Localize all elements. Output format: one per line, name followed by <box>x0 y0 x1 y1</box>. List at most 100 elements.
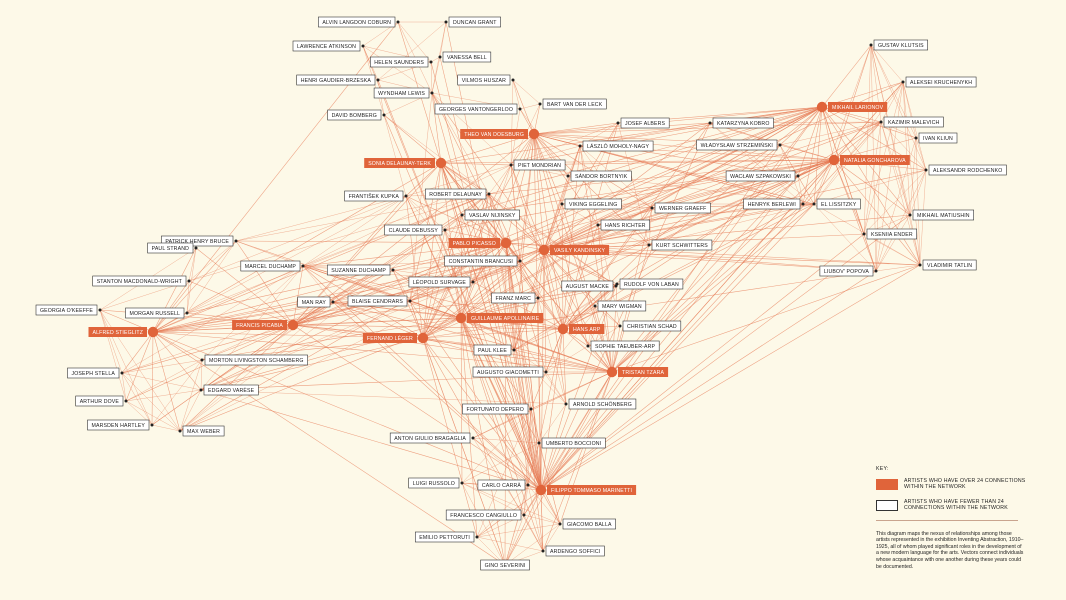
edge <box>537 249 545 299</box>
node-box <box>444 255 518 267</box>
edge <box>540 264 921 491</box>
node-label: EDGARD VARÈSE <box>208 387 255 394</box>
edge <box>302 164 512 267</box>
edge <box>200 389 542 491</box>
edge <box>430 56 441 63</box>
node-label: WERNER GRAEFF <box>659 206 707 212</box>
node-kobro: KATARZYNA KOBRO <box>712 117 774 129</box>
edge <box>405 195 446 231</box>
node-label: LUIGI RUSSOLO <box>413 481 455 487</box>
node-label: PABLO PICASSO <box>453 241 496 247</box>
edge <box>302 265 411 302</box>
node-dot-picabia <box>287 319 299 331</box>
edge <box>440 159 835 164</box>
node-dot-cendrars <box>408 299 412 303</box>
node-box <box>562 518 616 530</box>
dots-layer <box>98 20 928 567</box>
edge <box>813 44 872 205</box>
edge <box>510 164 545 251</box>
node-box <box>545 545 605 557</box>
node-box <box>568 398 637 410</box>
edge <box>431 92 542 491</box>
node-box <box>564 198 622 210</box>
edge <box>545 345 589 373</box>
edge <box>121 372 202 391</box>
node-dot-popova <box>874 269 878 273</box>
node-laban: RUDOLF VON LABAN <box>619 278 684 290</box>
edge <box>611 283 618 373</box>
node-dot-strzeminski <box>778 143 782 147</box>
edge <box>594 305 613 373</box>
edge <box>362 45 433 94</box>
node-label: FRANTIŠEK KUPKA <box>349 193 400 200</box>
edge <box>200 371 613 391</box>
edge <box>405 195 424 339</box>
node-box <box>473 344 512 356</box>
node-dot-ender <box>862 232 866 236</box>
node-larionov: MIKHAIL LARIONOV <box>828 102 888 112</box>
node-dot-malevich <box>879 120 883 124</box>
edge <box>543 203 563 251</box>
node-dot-boccioni <box>537 441 541 445</box>
node-box <box>297 296 331 308</box>
node-schad: CHRISTIAN SCHAD <box>622 320 682 332</box>
edge <box>440 162 512 166</box>
edge <box>186 242 507 314</box>
edge <box>579 106 823 147</box>
edge <box>875 169 927 272</box>
node-label: CONSTANTIN BRANCUSI <box>449 259 513 265</box>
node-box <box>389 432 471 444</box>
node-boccioni: UMBERTO BOCCIONI <box>541 437 606 449</box>
edge <box>543 175 569 251</box>
edge <box>863 121 882 235</box>
minor-swatch <box>876 499 898 511</box>
edge <box>200 301 334 391</box>
node-dot-russolo <box>460 481 464 485</box>
node-box <box>125 307 185 319</box>
node-mduchamp: MARCEL DUCHAMP <box>240 260 301 272</box>
edge <box>530 408 561 525</box>
edge <box>537 159 835 299</box>
node-manray: MAN RAY <box>297 296 331 308</box>
node-dot-soffici <box>541 549 545 553</box>
node-kandinsky: VASILY KANDINSKY <box>550 245 610 255</box>
edge <box>125 400 181 432</box>
edge <box>461 442 540 484</box>
edge <box>121 324 294 374</box>
node-dot-bomberg <box>382 113 386 117</box>
node-dot-kandinsky <box>538 244 550 256</box>
node-label: JOSEF ALBERS <box>625 121 666 127</box>
node-box <box>725 170 796 182</box>
node-box <box>582 140 654 152</box>
edge <box>833 159 911 216</box>
node-dot-debussy <box>443 228 447 232</box>
node-dot-kliun <box>914 136 918 140</box>
edge <box>186 280 190 314</box>
node-box <box>622 320 682 332</box>
node-label: SOPHIE TAEUBER-ARP <box>595 344 656 350</box>
node-box <box>464 209 520 221</box>
node-box <box>477 479 526 491</box>
node-wigman: MARY WIGMAN <box>597 300 647 312</box>
node-box <box>182 425 225 437</box>
node-dot-kruchenykh <box>901 80 905 84</box>
node-dot-picasso <box>500 237 512 249</box>
edge <box>332 301 613 373</box>
edge <box>870 44 904 83</box>
edge <box>615 159 835 287</box>
edge <box>579 145 599 226</box>
edge <box>201 324 294 361</box>
node-dot-atkinson <box>361 44 365 48</box>
edge <box>538 442 544 552</box>
node-stella: JOSEPH STELLA <box>67 367 120 379</box>
edge <box>540 270 877 491</box>
node-dot-manray <box>331 300 335 304</box>
node-box <box>35 304 98 316</box>
edge <box>152 280 190 333</box>
edge <box>292 269 394 326</box>
edge <box>540 233 865 491</box>
edge <box>523 484 529 516</box>
node-label: ROBERT DELAUNAY <box>429 192 482 198</box>
node-dot-moholy <box>578 144 582 148</box>
node-box <box>369 56 429 68</box>
